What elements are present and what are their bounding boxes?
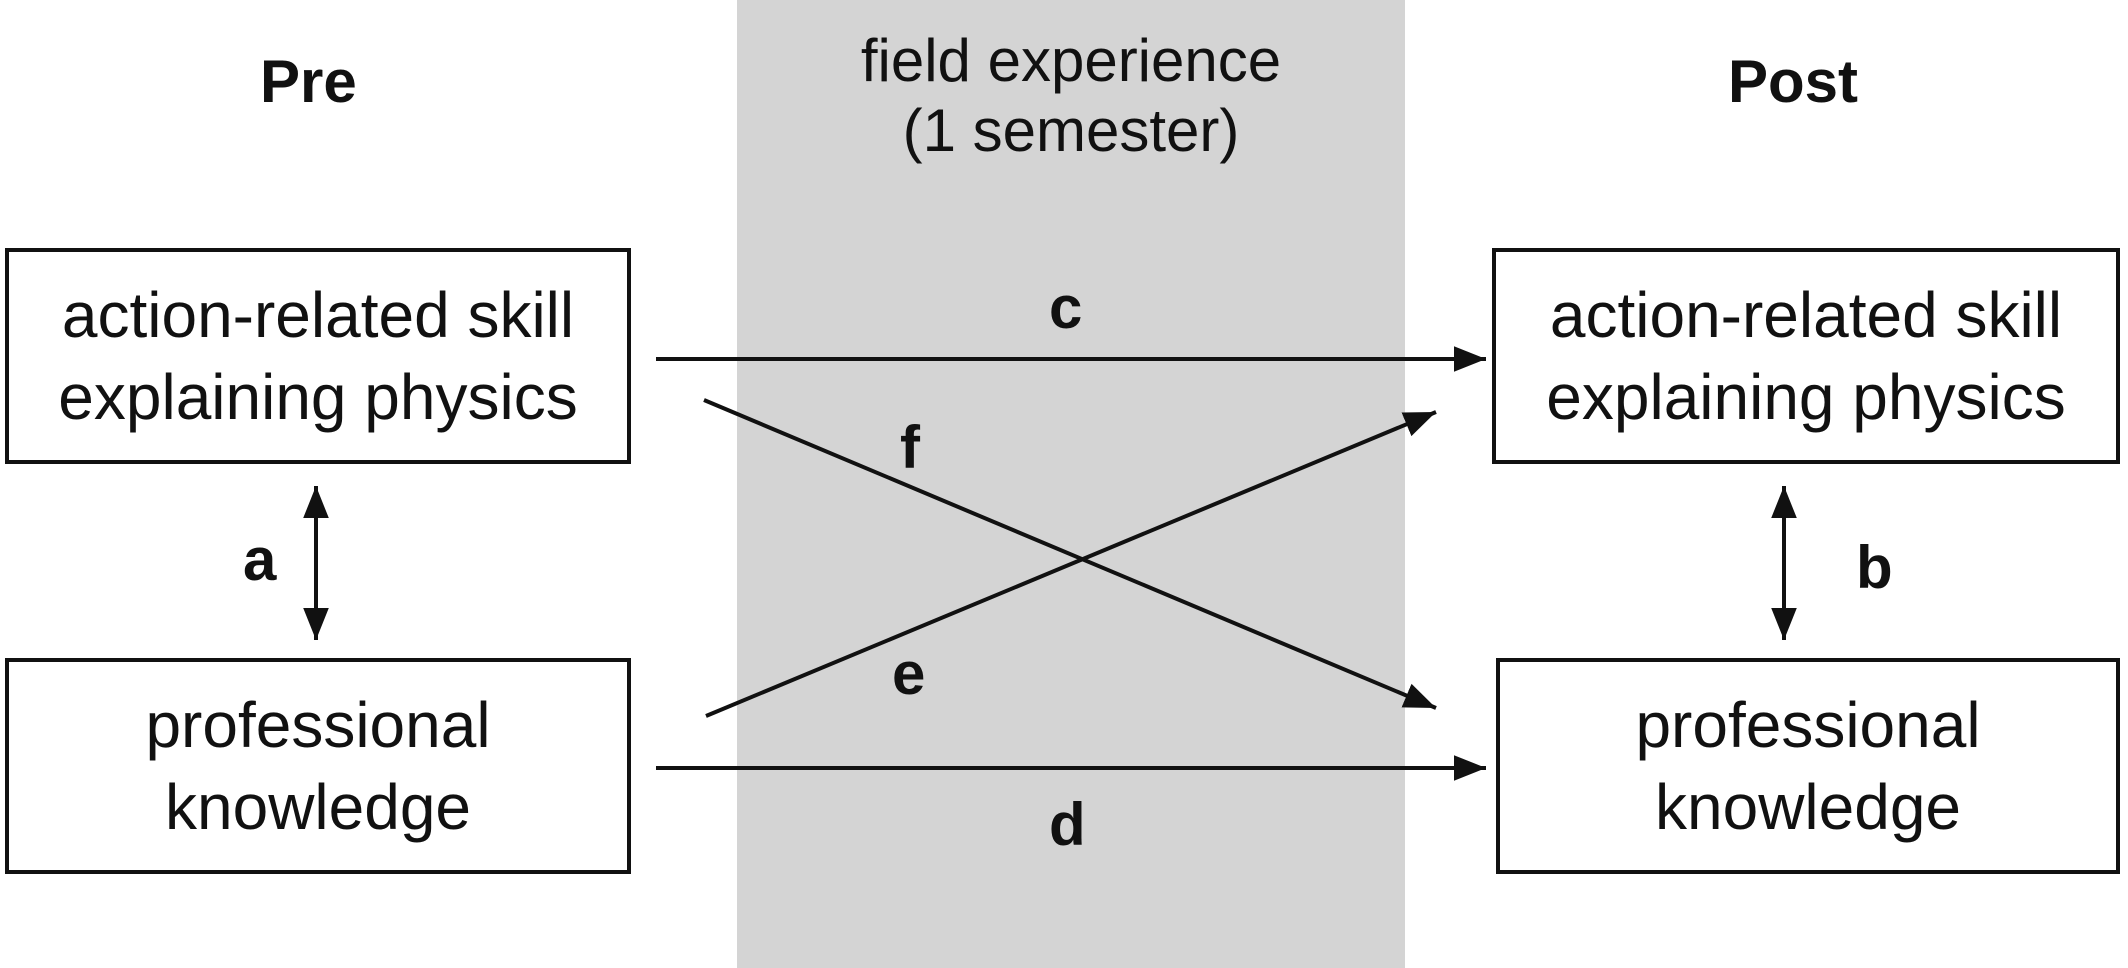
post-knowledge-box: professional knowledge	[1496, 658, 2120, 874]
path-e-label: e	[892, 640, 926, 707]
pre-skill-line1: action-related skill	[61, 279, 575, 351]
field-experience-band	[737, 0, 1405, 968]
path-b-label: b	[1856, 534, 1893, 601]
pre-skill-box: action-related skill explaining physics	[5, 248, 631, 464]
path-c-label: c	[1049, 274, 1083, 341]
post-skill-line1: action-related skill	[1549, 279, 2063, 351]
post-heading: Post	[1728, 48, 1859, 115]
field-experience-label: field experience (1 semester)	[737, 26, 1405, 166]
pre-knowledge-line2: knowledge	[165, 771, 471, 843]
path-a-label: a	[243, 526, 277, 593]
post-skill-box: action-related skill explaining physics	[1492, 248, 2120, 464]
path-f-label: f	[900, 414, 920, 481]
pre-heading: Pre	[260, 48, 357, 115]
pre-skill-line2: explaining physics	[58, 361, 578, 433]
path-f-arrow	[703, 398, 1437, 710]
pre-knowledge-line1: professional	[145, 689, 491, 761]
pre-knowledge-box: professional knowledge	[5, 658, 631, 874]
post-knowledge-line1: professional	[1635, 689, 1981, 761]
post-skill-line2: explaining physics	[1546, 361, 2066, 433]
post-knowledge-line2: knowledge	[1655, 771, 1961, 843]
field-experience-line1: field experience	[860, 27, 1282, 94]
path-d-label: d	[1049, 791, 1086, 858]
field-experience-line2: (1 semester)	[902, 97, 1240, 164]
path-e-arrow	[705, 410, 1437, 718]
